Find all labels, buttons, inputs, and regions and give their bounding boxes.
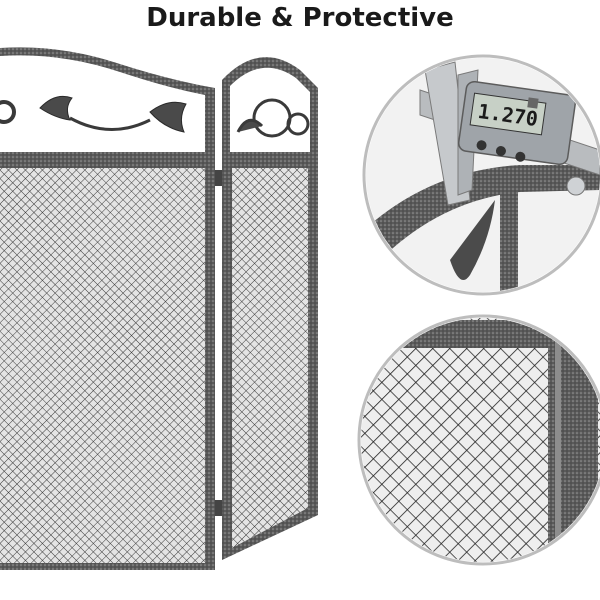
- frame-post: [500, 170, 518, 292]
- leaf-ornament-detail: [450, 200, 495, 280]
- caliper-button-zero: [495, 146, 506, 157]
- hinge-bottom: [215, 500, 223, 516]
- fire-screen-right-panel: [222, 57, 318, 560]
- frame-arch: [366, 165, 600, 262]
- hinge-top: [215, 170, 223, 186]
- caliper-button-on: [476, 140, 487, 151]
- scroll-ornament-right: [236, 98, 310, 138]
- mesh-detail-circle: [357, 314, 600, 566]
- fire-screen-left-panel: [0, 47, 215, 570]
- headline: Durable & Protective: [146, 3, 454, 33]
- caliper-detail-circle: 1.270: [362, 54, 600, 296]
- caliper-button-unit: [515, 151, 526, 162]
- frame-top-edge: [361, 320, 600, 348]
- caliper-display: [469, 92, 547, 136]
- caliper: 1.270: [419, 61, 600, 206]
- leaf-ornament-left: [0, 95, 187, 133]
